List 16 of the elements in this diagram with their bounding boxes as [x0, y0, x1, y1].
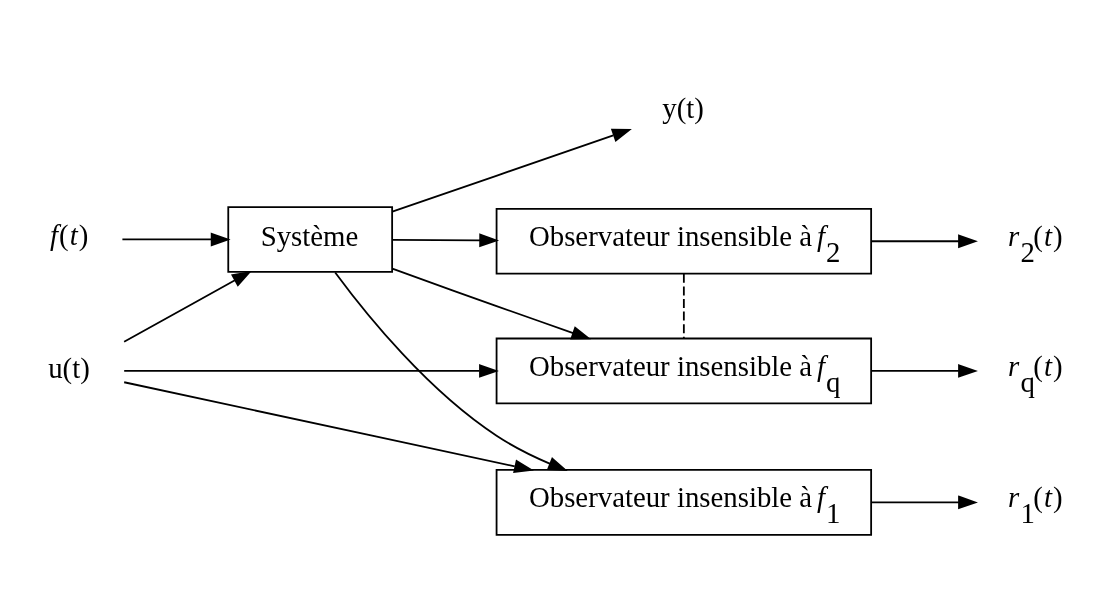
arrow [391, 267, 592, 340]
connector [682, 272, 685, 339]
arrow [391, 128, 632, 213]
arrow [123, 364, 499, 378]
arrow [123, 270, 252, 343]
arrow [334, 271, 568, 471]
arrow [123, 381, 534, 474]
arrow [391, 233, 500, 248]
arrow [870, 495, 978, 510]
node-text: u(t) [48, 351, 90, 384]
arrow [870, 234, 978, 249]
node-box: Système [227, 206, 394, 273]
node-text: y(t) [662, 92, 704, 125]
node-text: f(t) [49, 218, 89, 251]
arrow [121, 232, 231, 247]
arrow [870, 364, 978, 378]
